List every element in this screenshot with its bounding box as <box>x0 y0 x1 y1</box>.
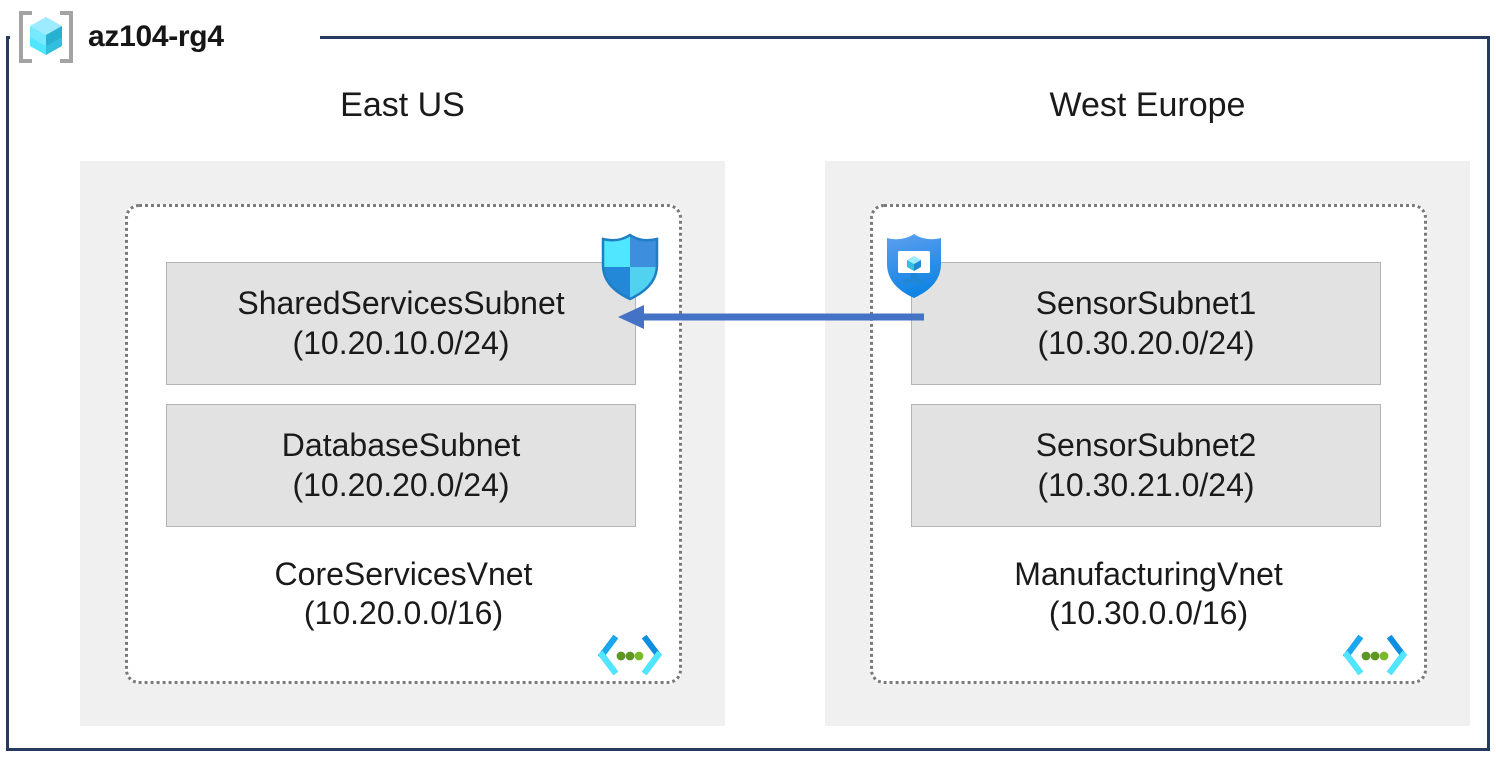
virtual-network-icon[interactable] <box>597 634 663 676</box>
vnet-cidr: (10.30.0.0/16) <box>1048 594 1249 631</box>
vnet-manufacturingvnet[interactable]: SensorSubnet1 (10.30.20.0/24) <box>870 204 1427 684</box>
region-body-west-europe: SensorSubnet1 (10.30.20.0/24) <box>825 161 1470 726</box>
subnet-databasesubnet[interactable]: DatabaseSubnet (10.20.20.0/24) <box>166 404 636 527</box>
vnet-label-manufacturingvnet: ManufacturingVnet (10.30.0.0/16) <box>873 555 1424 633</box>
vnet-peering-arrow <box>618 300 924 334</box>
region-west-europe: West Europe SensorSubnet1 (10.30.20.0/24… <box>825 86 1470 726</box>
subnet-name: SensorSubnet2 <box>1035 427 1257 464</box>
subnet-cidr: (10.30.21.0/24) <box>1037 466 1255 503</box>
subnet-cidr: (10.20.10.0/24) <box>292 324 510 361</box>
region-east-us: East US SharedServicesSubnet (10.20.10.0… <box>80 86 725 726</box>
region-title-east-us: East US <box>340 86 465 124</box>
region-body-east-us: SharedServicesSubnet (10.20.10.0/24) <box>80 161 725 726</box>
virtual-network-icon[interactable] <box>1342 634 1408 676</box>
resource-group-header: az104-rg4 <box>14 6 224 68</box>
subnet-name: SharedServicesSubnet <box>237 285 565 322</box>
vnet-coreservicesvnet[interactable]: SharedServicesSubnet (10.20.10.0/24) <box>125 204 682 684</box>
vnet-name: CoreServicesVnet <box>274 555 533 592</box>
vnet-name: ManufacturingVnet <box>1014 555 1283 592</box>
application-security-group-shield-icon[interactable] <box>882 231 946 301</box>
resource-group-cube-icon <box>14 7 78 67</box>
subnet-sensorsubnet1[interactable]: SensorSubnet1 (10.30.20.0/24) <box>887 234 1381 385</box>
network-security-group-shield-icon[interactable] <box>599 233 661 301</box>
subnet-name: SensorSubnet1 <box>1035 285 1257 322</box>
vnet-label-coreservicesvnet: CoreServicesVnet (10.20.0.0/16) <box>128 555 679 633</box>
subnet-sensorsubnet2[interactable]: SensorSubnet2 (10.30.21.0/24) <box>911 404 1381 527</box>
vnet-cidr: (10.20.0.0/16) <box>303 594 504 631</box>
resource-group-container <box>6 36 1490 751</box>
resource-group-name: az104-rg4 <box>88 20 224 53</box>
resource-group-title-gap <box>10 26 320 48</box>
subnet-cidr: (10.30.20.0/24) <box>1037 324 1255 361</box>
region-title-west-europe: West Europe <box>1049 86 1246 124</box>
subnet-name: DatabaseSubnet <box>281 427 521 464</box>
subnet-cidr: (10.20.20.0/24) <box>292 466 510 503</box>
subnet-sharedservicessubnet[interactable]: SharedServicesSubnet (10.20.10.0/24) <box>166 233 659 385</box>
